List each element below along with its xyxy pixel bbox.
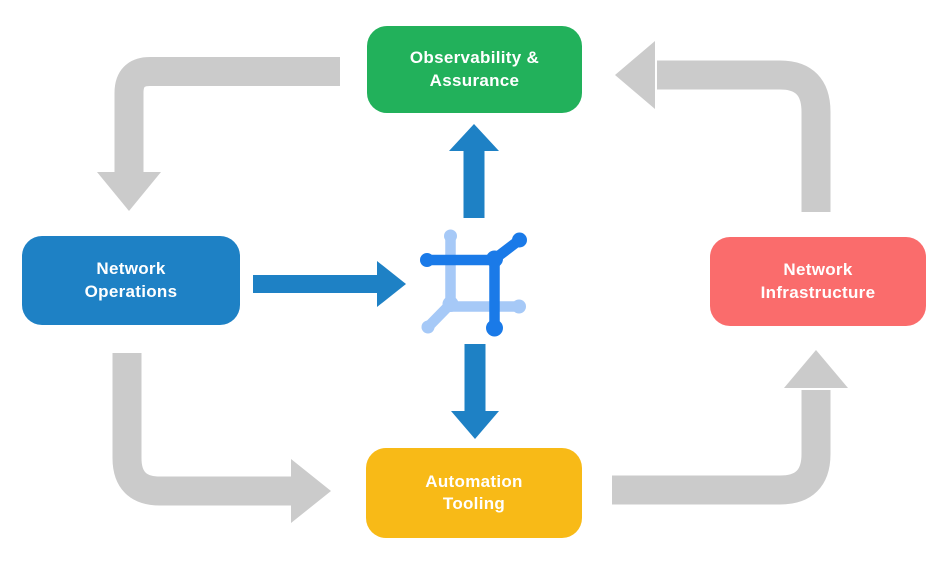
icon-top-light-node bbox=[444, 229, 457, 243]
icon-top-right-end-node bbox=[512, 232, 527, 248]
node-network-infrastructure: Network Infrastructure bbox=[710, 237, 926, 326]
icon-bottom-left-end-node bbox=[421, 320, 435, 334]
arrow-shaft-automation-to-infrastructure bbox=[612, 390, 831, 505]
node-observability-assurance-label: Observability & Assurance bbox=[409, 48, 540, 90]
icon-left-dark-node bbox=[420, 253, 434, 267]
arrow-head-observability-to-operations bbox=[97, 172, 161, 211]
arrow-shaft-infrastructure-to-observability bbox=[657, 60, 831, 212]
icon-bottom-left-corner-node bbox=[442, 296, 459, 312]
arrow-shaft-operations-to-automation bbox=[112, 353, 293, 506]
node-network-operations-label: Network Operations bbox=[84, 259, 178, 301]
arrow-shaft-observability-to-operations bbox=[114, 57, 340, 176]
icon-bottom-dark-node bbox=[486, 319, 503, 337]
node-network-infrastructure-label: Network Infrastructure bbox=[760, 260, 876, 302]
arrow-head-automation-to-infrastructure bbox=[784, 350, 848, 388]
arrow-head-icon-to-automation bbox=[451, 411, 499, 439]
icon-top-right-corner-node bbox=[486, 250, 503, 268]
arrow-head-icon-to-observability bbox=[449, 124, 499, 151]
node-automation-tooling: Automation Tooling bbox=[366, 448, 582, 538]
node-automation-tooling-label: Automation Tooling bbox=[425, 471, 523, 513]
network-mesh-icon bbox=[420, 229, 527, 337]
arrow-head-operations-to-icon bbox=[377, 261, 406, 307]
arrow-head-infrastructure-to-observability bbox=[615, 41, 655, 109]
node-network-operations: Network Operations bbox=[22, 236, 240, 325]
node-observability-assurance: Observability & Assurance bbox=[367, 26, 582, 113]
icon-right-light-node bbox=[512, 299, 526, 314]
arrow-head-operations-to-automation bbox=[291, 459, 331, 523]
